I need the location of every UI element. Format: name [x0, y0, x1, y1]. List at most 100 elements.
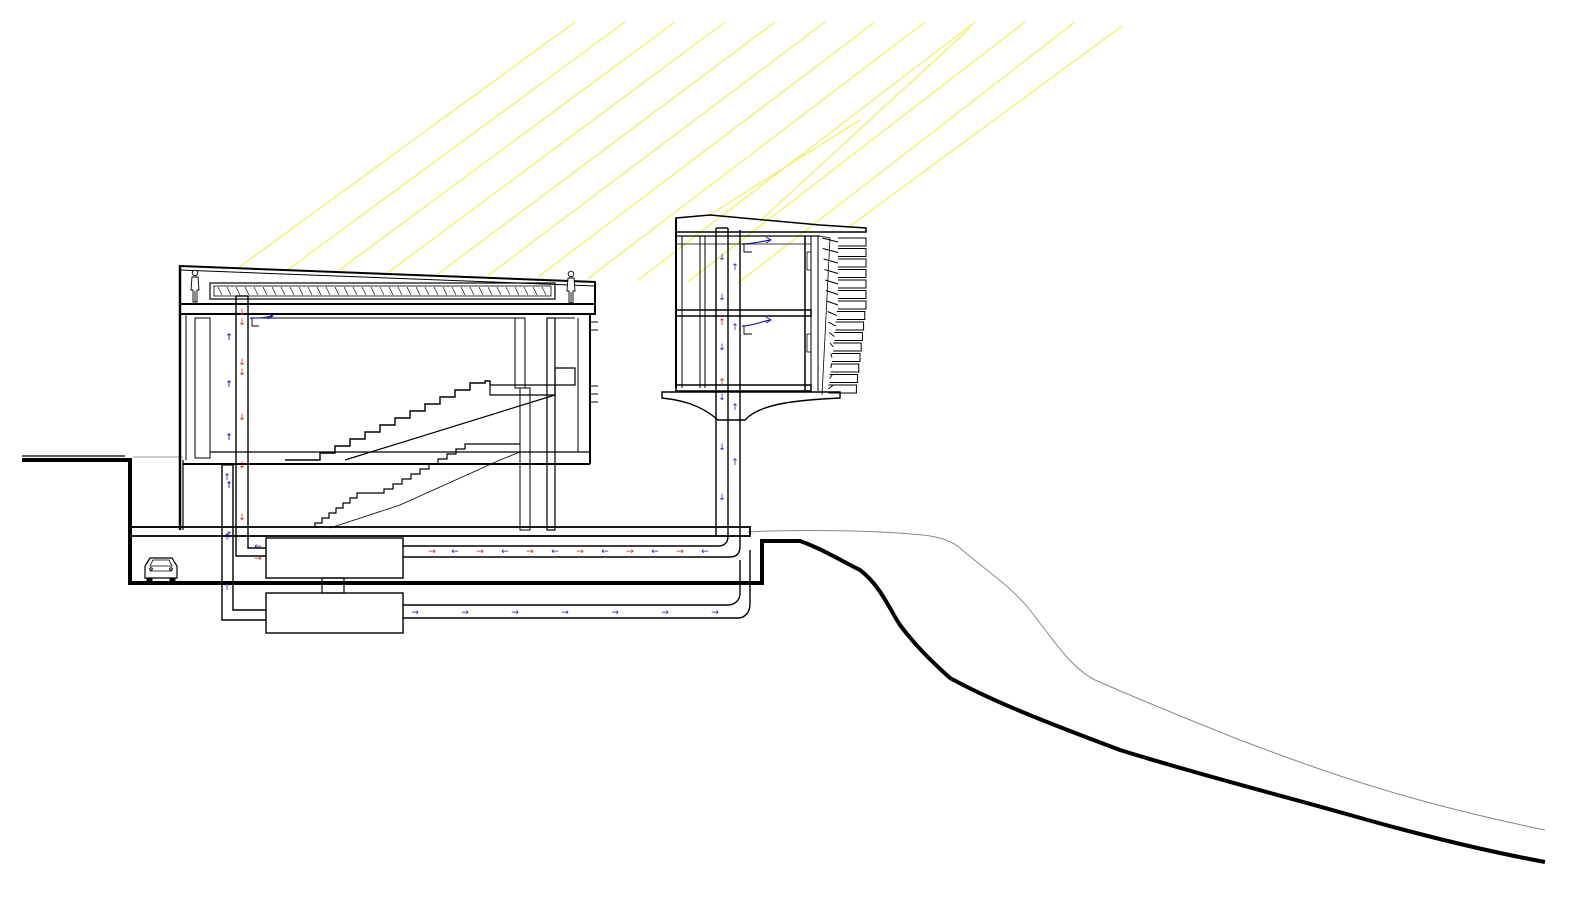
airflow-arrow-icon: ↑ [718, 318, 726, 328]
airflow-arrow-icon: ↓ [238, 513, 246, 523]
louvre-blade [838, 258, 867, 268]
lower-stair-inner [329, 451, 521, 529]
main-building [129, 264, 751, 537]
louvre-blade [838, 248, 867, 257]
main-vertical-duct [235, 296, 266, 557]
airflow-arrow-icon: → [626, 547, 634, 557]
sun-ray [387, 21, 726, 274]
right-column [514, 317, 526, 389]
person-figure-icon [566, 270, 576, 304]
air-duct-system [221, 227, 772, 634]
airflow-arrow-icon: → [576, 547, 584, 557]
upper-stair [285, 380, 491, 461]
louvre-blade [838, 269, 867, 278]
airflow-arrow-icon: ← [701, 547, 709, 557]
airflow-arrow-icon: ↓ [718, 343, 726, 353]
airflow-arrow-icon: → [526, 547, 534, 557]
airflow-arrow-icon: → [661, 608, 669, 618]
sun-ray [687, 21, 1026, 283]
outer-return-duct [221, 465, 266, 621]
louvre-blade [832, 353, 861, 362]
annex-cantilever-bracket [661, 391, 841, 421]
louvre-blade [838, 237, 867, 247]
louvre-blade [835, 321, 865, 331]
airflow-arrow-icon: ↓ [238, 368, 246, 378]
airflow-arrow-icon: ↓ [238, 308, 246, 318]
sun-ray [587, 21, 926, 280]
facade-louvres [821, 237, 867, 394]
louvre-blade [833, 342, 862, 352]
sun-ray [337, 21, 676, 272]
airflow-arrow-icon: ← [451, 547, 459, 557]
airflow-arrow-icon: ← [501, 547, 509, 557]
airflow-arrows: ↑↑↑↑↑↑↑↑↑↓↓↓↓↓↓↓→←→←→←→←→←→←→←→→→→→→→↓↓↓… [223, 253, 739, 618]
sun-ray [537, 21, 876, 278]
airflow-arrow-icon: ↑ [718, 378, 726, 388]
louvre-blade [828, 384, 857, 394]
airflow-arrow-icon: ↓ [238, 461, 246, 471]
sun-ray [287, 21, 626, 271]
airflow-arrow-icon: ↑ [731, 263, 739, 273]
airflow-arrow-icon: ↓ [718, 393, 726, 403]
left-inner-wall [194, 317, 211, 459]
airflow-arrow-icon: ↑ [731, 323, 739, 333]
airflow-arrow-icon: → [676, 547, 684, 557]
airflow-arrow-icon: ↑ [223, 533, 231, 543]
airflow-arrow-icon: ↑ [225, 481, 233, 491]
airflow-arrow-icon: ↑ [225, 531, 233, 541]
airflow-arrow-icon: → [254, 554, 262, 564]
airflow-arrow-icon: → [511, 608, 519, 618]
lower-horizontal-duct [403, 550, 751, 619]
heat-exchanger-lower [265, 592, 404, 634]
ground-floor-slab [129, 526, 751, 537]
airflow-arrow-icon: → [476, 547, 484, 557]
airflow-arrow-icon: → [561, 608, 569, 618]
airflow-arrow-icon: ↑ [225, 433, 233, 443]
louvre-blade [834, 332, 863, 341]
airflow-arrow-icon: ↑ [225, 333, 233, 343]
louvre-blade [838, 290, 867, 299]
louvre-blade [829, 374, 859, 383]
airflow-arrow-icon: ↓ [718, 443, 726, 453]
car-front-icon [144, 557, 178, 582]
sun-ray [437, 21, 776, 275]
roof-solar-collector [209, 282, 556, 300]
airflow-arrow-icon: ← [651, 547, 659, 557]
upper-landing [489, 367, 576, 396]
airflow-arrow-icon: ← [601, 547, 609, 557]
annex-upper-floor [675, 309, 812, 317]
airflow-arrow-icon: ↓ [238, 413, 246, 423]
person-figure-icon [190, 269, 200, 303]
sun-ray [707, 119, 861, 217]
sun-ray [237, 21, 576, 269]
airflow-arrow-icon: → [411, 608, 419, 618]
airflow-arrow-icon: → [461, 608, 469, 618]
airflow-arrow-icon: → [611, 608, 619, 618]
sun-rays [237, 21, 1123, 284]
airflow-arrow-icon: → [711, 608, 719, 618]
sun-ray [637, 21, 976, 281]
sun-ray [737, 21, 1076, 284]
airflow-arrow-icon: ↑ [225, 380, 233, 390]
airflow-arrow-icon: ↑ [225, 333, 233, 343]
airflow-arrow-icon: ↑ [731, 458, 739, 468]
airflow-arrow-icon: ← [551, 547, 559, 557]
louvre-blade [838, 300, 867, 310]
louvre-blade [830, 363, 860, 373]
airflow-arrow-icon: ↑ [223, 473, 231, 483]
sun-ray [487, 21, 826, 277]
existing-terrain-line [747, 530, 1546, 831]
finished-terrain-line [760, 539, 1546, 864]
airflow-arrow-icon: ↓ [238, 318, 246, 328]
airflow-arrow-icon: ↑ [225, 380, 233, 390]
cantilevered-annex [661, 214, 867, 421]
louvre-blade [836, 311, 866, 320]
sun-ray [849, 25, 1123, 227]
sun-ray [759, 27, 971, 222]
upper-horizontal-duct [403, 230, 741, 558]
airflow-arrow-icon: ↓ [718, 253, 726, 263]
roof-slab [179, 264, 596, 305]
airflow-arrow-icon: ↑ [225, 433, 233, 443]
